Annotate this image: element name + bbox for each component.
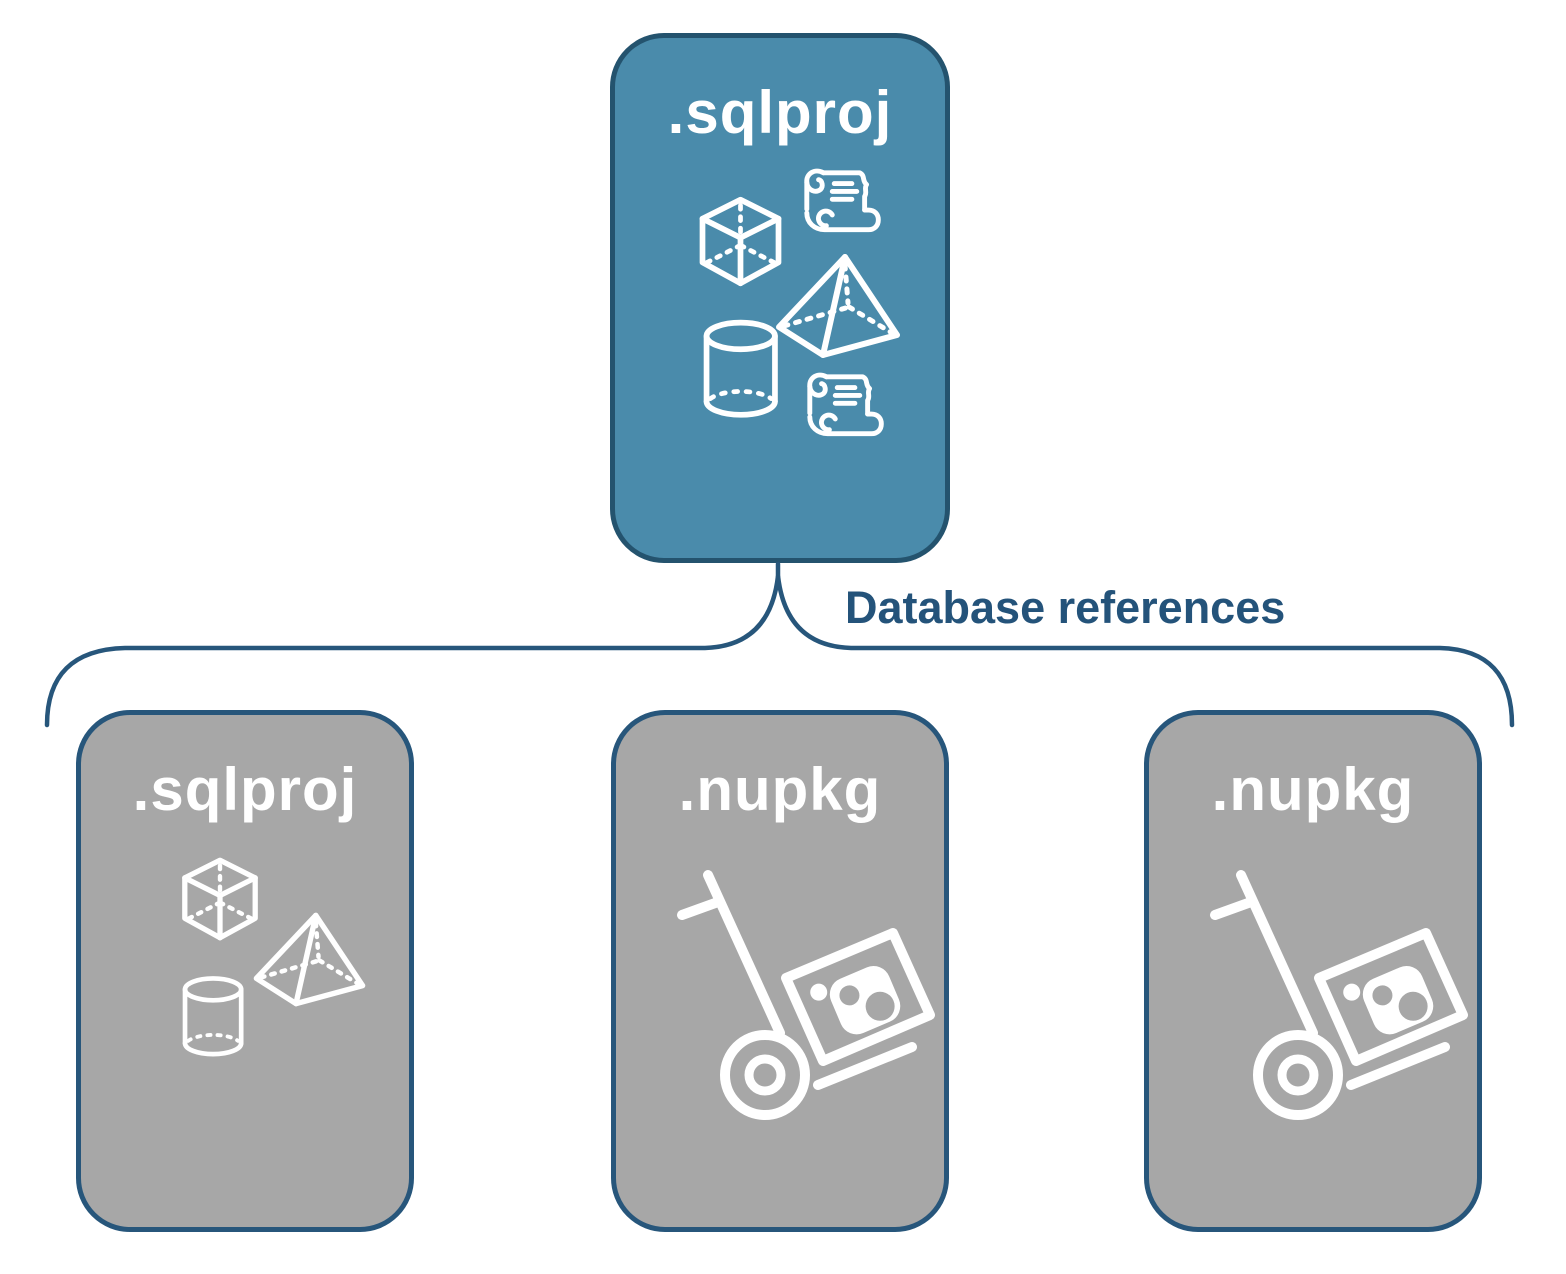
brace-connector: [44, 561, 1515, 728]
reference-nupkg-card: .nupkg: [1144, 710, 1482, 1232]
cube-icon: [185, 860, 255, 937]
reference-card-title: .nupkg: [678, 756, 882, 823]
sql-objects-icon-cluster: [693, 156, 923, 466]
reference-nupkg-card: .nupkg: [611, 710, 949, 1232]
reference-card-title: .sqlproj: [132, 756, 358, 823]
reference-card-title: .nupkg: [1211, 756, 1415, 823]
root-card-title: .sqlproj: [667, 79, 893, 146]
handtruck-nuget-package-icon: [668, 863, 958, 1133]
sql-objects-icon-cluster: [166, 855, 381, 1090]
pyramid-icon: [256, 915, 362, 1003]
connector-label: Database references: [845, 582, 1286, 633]
handtruck-nuget-package-icon: [1201, 863, 1491, 1133]
reference-sqlproj-card: .sqlproj: [76, 710, 414, 1232]
root-sqlproj-card: .sqlproj: [610, 33, 950, 563]
script-scroll-icon: [807, 171, 879, 230]
pyramid-icon: [779, 257, 897, 355]
cylinder-database-icon: [707, 323, 775, 415]
cube-icon: [703, 200, 779, 284]
script-scroll-icon: [810, 375, 882, 434]
cylinder-database-icon: [185, 978, 241, 1054]
